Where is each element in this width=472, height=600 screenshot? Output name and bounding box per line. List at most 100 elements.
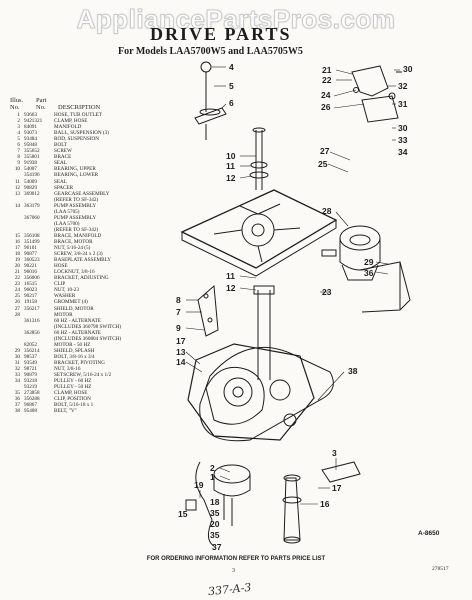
parts-description: BOLT, 3/8-16 x 3/4	[54, 353, 95, 360]
callout-21: 21	[322, 65, 332, 75]
parts-part-no: 95408	[24, 408, 37, 415]
hose	[282, 474, 302, 544]
parts-description: SCREW, 3/8-24 x 2 (3)	[54, 251, 103, 258]
parts-description: (REFER TO SF-342)	[54, 196, 99, 203]
parts-description: SPACER	[54, 184, 74, 191]
parts-part-no: 19158	[24, 299, 37, 306]
parts-part-no: 93219	[24, 384, 37, 391]
callout-1: 1	[210, 472, 215, 482]
parts-description: NUT, 5/16-24 (5)	[54, 245, 91, 252]
callout-17-right: 17	[332, 483, 342, 493]
parts-description: (INCLUDES 360798 SWITCH)	[54, 323, 122, 330]
parts-part-no: 93663	[24, 112, 37, 118]
parts-part-no: 90879	[24, 372, 37, 379]
parts-row: (INCLUDES 360804 SWITCH)	[9, 336, 169, 342]
parts-description: BRACE, MOTOR	[54, 238, 93, 245]
callout-35-upper: 35	[210, 508, 220, 518]
parts-illus-no: 17	[14, 245, 20, 252]
parts-illus-no: 30	[14, 353, 20, 360]
pivoting-bracket	[351, 65, 402, 123]
parts-description: SEAL	[54, 160, 67, 167]
parts-description: SHIELD, MOTOR	[54, 305, 94, 312]
callout-7: 7	[176, 307, 181, 317]
parts-description: GEARCASE ASSEMBLY	[54, 190, 110, 197]
parts-illus-no: 23	[14, 281, 20, 288]
parts-illus-no: 6	[17, 142, 20, 149]
parts-description: BELT, "V"	[54, 408, 77, 415]
parts-description: BASEPLATE ASSEMBLY	[54, 257, 111, 264]
parts-illus-no: 9	[17, 160, 20, 167]
parts-illus-no: 4	[17, 130, 20, 137]
callout-34: 34	[398, 147, 408, 157]
parts-illus-no: 33	[14, 372, 20, 379]
ordering-note: FOR ORDERING INFORMATION REFER TO PARTS …	[146, 556, 326, 562]
parts-illus-no: 2	[17, 118, 20, 125]
callout-24: 24	[321, 90, 331, 100]
parts-description: 60 HZ - ALTERNATE	[54, 329, 101, 336]
parts-illus-no: 37	[14, 402, 20, 409]
parts-illus-no: 8	[17, 154, 20, 161]
parts-part-no: 355652	[24, 148, 40, 155]
parts-description: CLIP	[54, 281, 66, 288]
callout-35-lower: 35	[210, 530, 220, 540]
parts-row: (REFER TO SF-342)	[9, 197, 169, 203]
parts-illus-no: 27	[14, 305, 20, 312]
parts-illus-no: 7	[17, 148, 20, 155]
callout-26: 26	[321, 102, 331, 112]
parts-illus-no: 34	[14, 378, 20, 385]
parts-description: MOTOR - 50 HZ	[54, 341, 91, 348]
callout-31: 31	[398, 99, 408, 109]
parts-part-no: 96867	[24, 402, 37, 409]
col-header-description: DESCRIPTION	[58, 104, 101, 111]
parts-part-no: 356217	[24, 305, 40, 312]
parts-illus-no: 32	[14, 365, 20, 372]
col-header-part: Part	[36, 97, 47, 104]
parts-description: SETSCREW, 5/16-24 x 1/2	[54, 372, 112, 379]
callout-17-left: 17	[176, 336, 186, 346]
pump-assembly	[185, 461, 251, 547]
parts-description: NUT, 10-23	[54, 287, 79, 294]
callout-38: 38	[348, 366, 358, 376]
callout-4: 4	[229, 62, 234, 72]
parts-description: CLIP, POSITION	[54, 396, 91, 403]
drive-shaft	[249, 127, 269, 190]
parts-description: BRACE	[54, 154, 72, 161]
parts-part-no: 356214	[24, 347, 40, 354]
parts-row: 27 356217 SHIELD, MOTOR	[9, 306, 169, 312]
callout-33: 33	[398, 135, 408, 145]
diagram-code: A-8650	[418, 530, 440, 537]
callout-25: 25	[318, 159, 328, 169]
parts-description: BEARING, UPPER	[54, 166, 96, 173]
parts-description: (REFER TO SF-342)	[54, 226, 99, 233]
parts-illus-no: 24	[14, 287, 20, 294]
parts-illus-no: 22	[14, 275, 20, 282]
parts-illus-no: 18	[14, 251, 20, 258]
parts-part-no: 93073	[24, 130, 37, 137]
parts-part-no: 369012	[24, 190, 40, 197]
parts-part-no: 93549	[24, 359, 37, 366]
parts-illus-no: 38	[14, 408, 20, 415]
callout-9: 9	[176, 323, 181, 333]
callout-11-bottom: 11	[226, 271, 235, 281]
